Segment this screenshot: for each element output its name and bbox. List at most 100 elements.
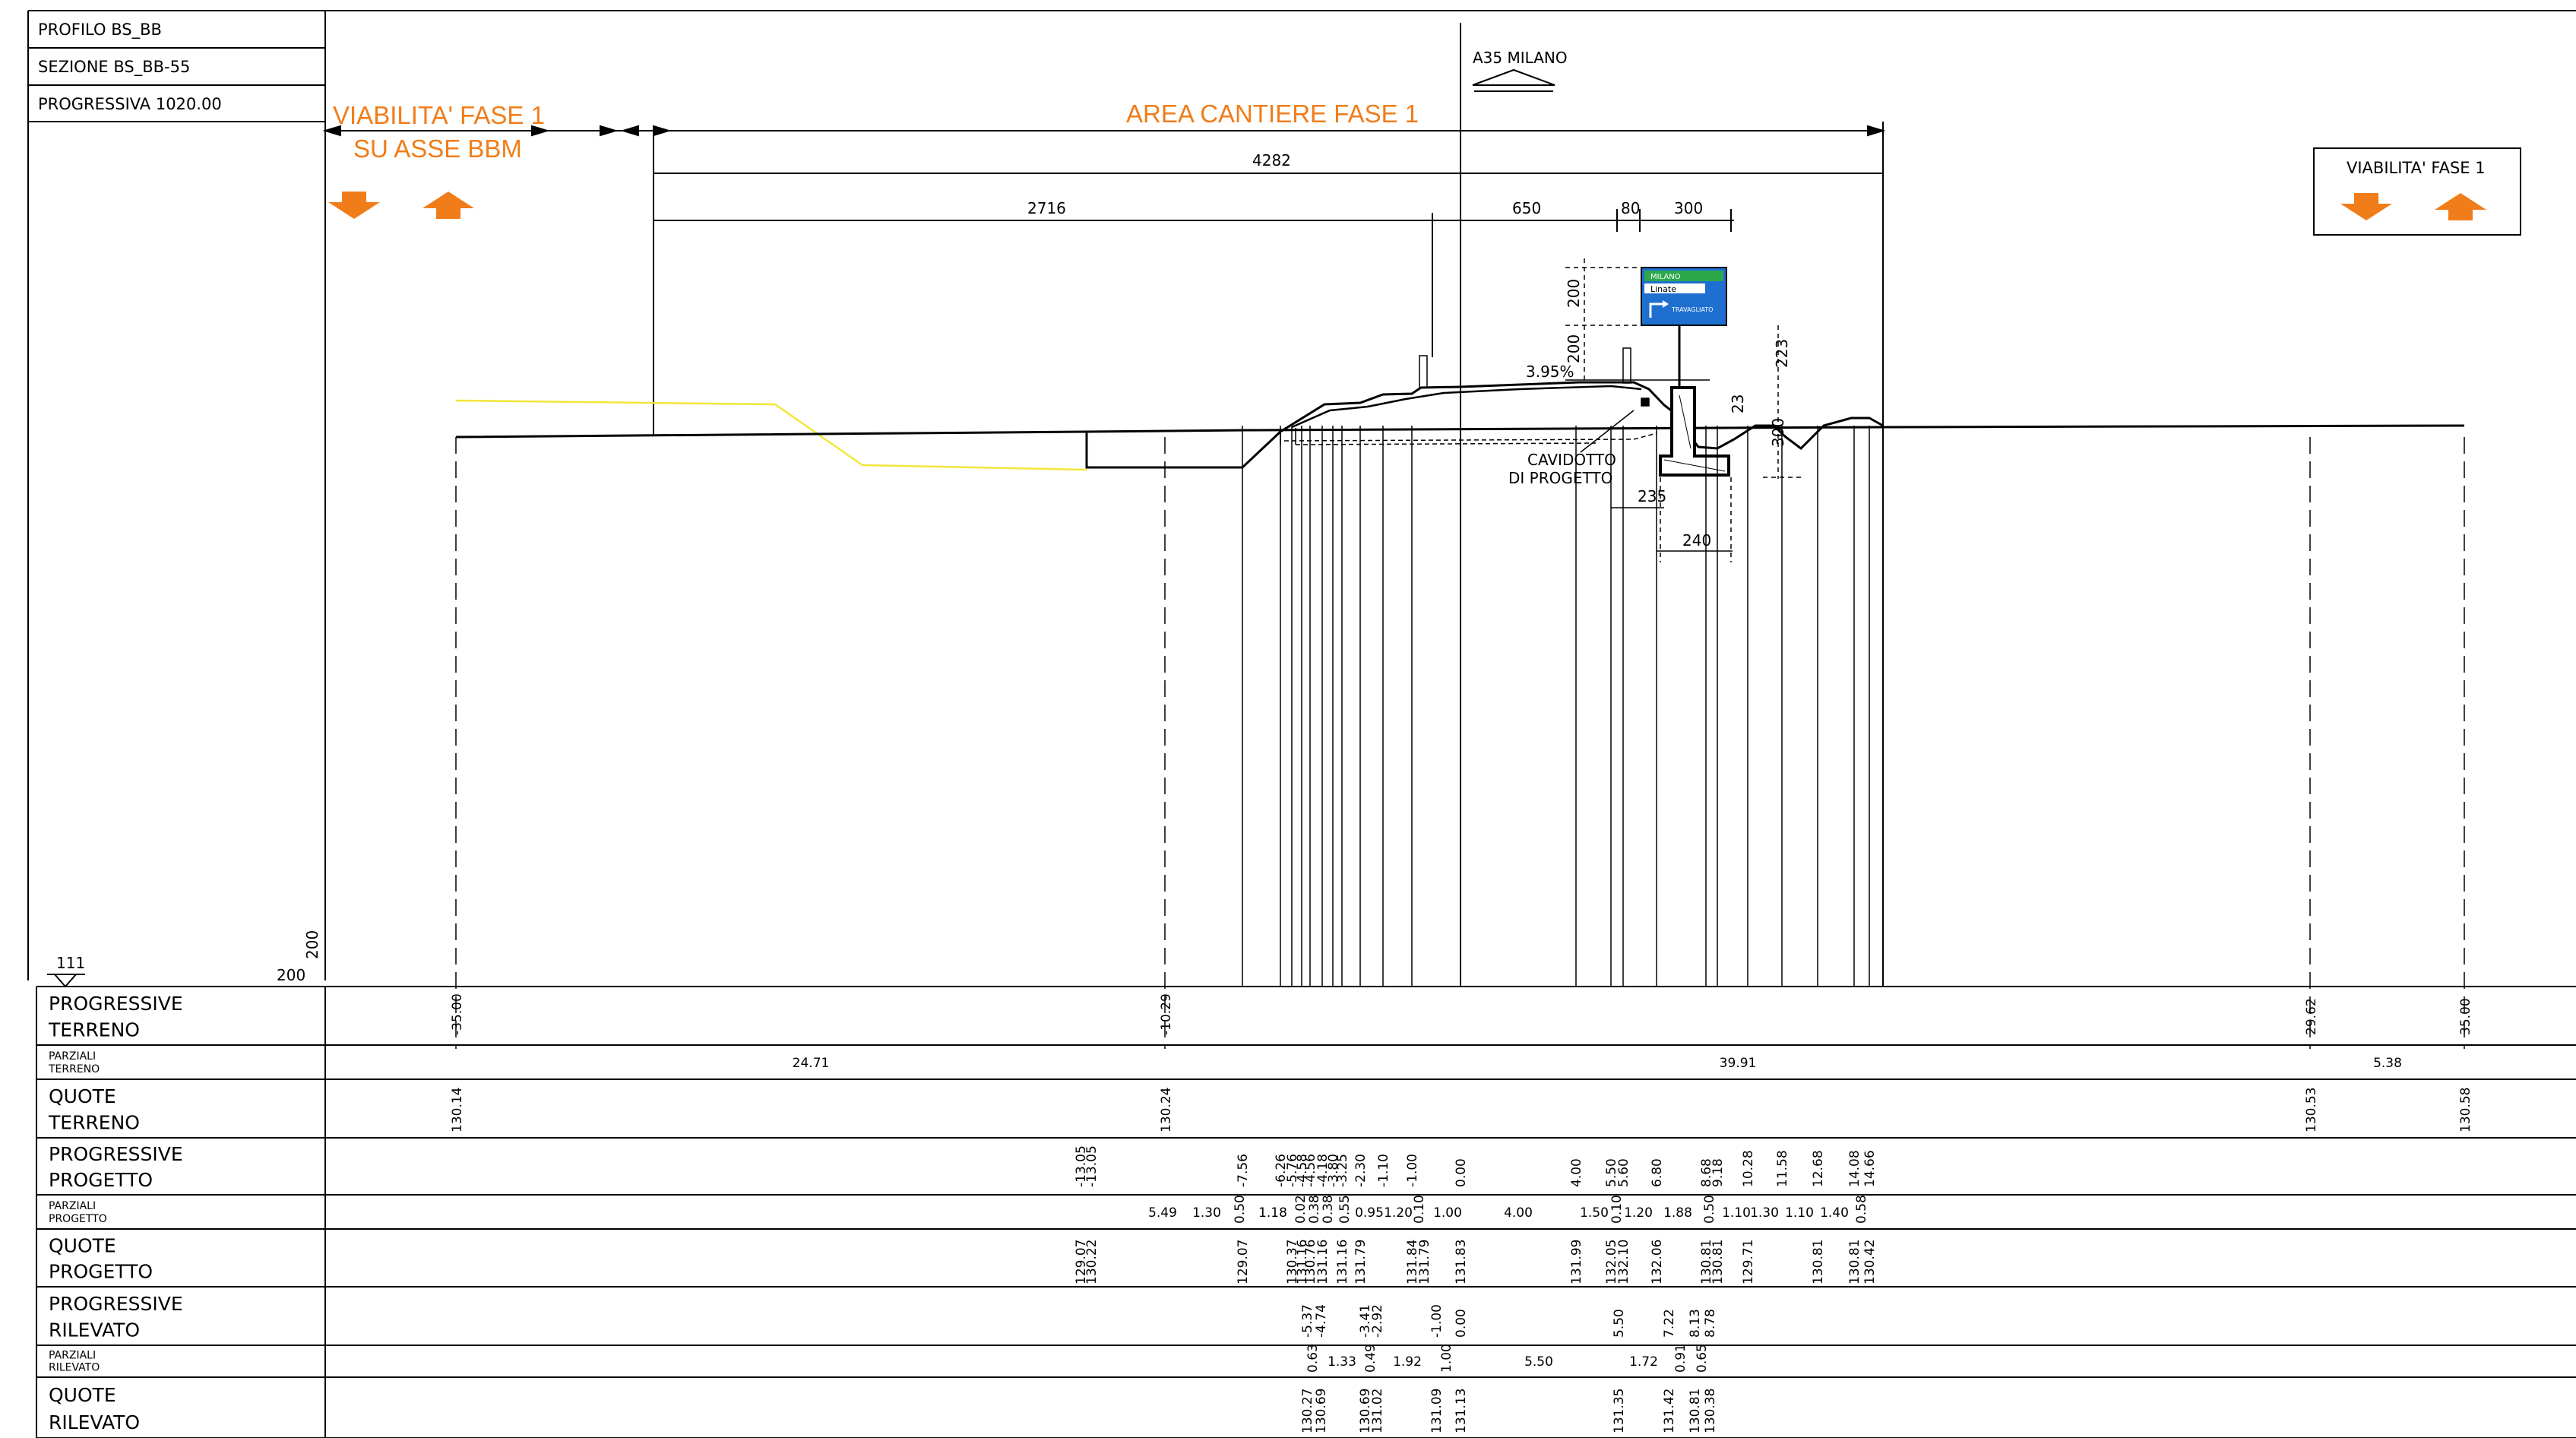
- progetto-quota-value: 131.79: [1417, 1240, 1432, 1284]
- rilevato-quota-value: 130.27: [1300, 1389, 1315, 1433]
- rilevato-quota-value: 131.02: [1370, 1389, 1385, 1433]
- band-label-line1: QUOTE: [49, 1234, 116, 1256]
- dim-300: 300: [1674, 199, 1703, 217]
- a35-label: A35 MILANO: [1473, 49, 1568, 67]
- progetto-progressive-value: 11.58: [1775, 1150, 1790, 1187]
- terreno-quota-value: 130.58: [2458, 1088, 2473, 1132]
- band-label-line2: TERRENO: [48, 1018, 140, 1040]
- band-label-line2: TERRENO: [48, 1063, 100, 1075]
- progetto-progressive-value: -2.30: [1353, 1154, 1369, 1187]
- rilevato-progressive-value: -1.00: [1429, 1304, 1445, 1338]
- terreno-parziale-value: 24.71: [793, 1056, 830, 1071]
- progetto-progressive-value: -1.10: [1376, 1154, 1391, 1187]
- progetto-quota-value: 132.06: [1650, 1240, 1665, 1284]
- progetto-progressive-value: -13.05: [1074, 1145, 1089, 1187]
- progetto-progressive-value: 10.28: [1741, 1150, 1756, 1187]
- dim-235: 235: [1638, 487, 1666, 505]
- dim-2716: 2716: [1027, 199, 1066, 217]
- progetto-quota-value: 131.16: [1295, 1240, 1310, 1284]
- sign-line-2: Linate: [1650, 284, 1676, 294]
- viabilita-right-label: VIABILITA' FASE 1: [2347, 159, 2486, 177]
- progetto-progressive-value: -3.25: [1335, 1154, 1350, 1187]
- progetto-quota-value: 130.76: [1303, 1240, 1318, 1284]
- terreno-parziale-value: 39.91: [1720, 1056, 1757, 1071]
- progetto-progressive-value: -4.58: [1295, 1154, 1310, 1187]
- progetto-progressive-value: -5.76: [1285, 1154, 1300, 1187]
- band-label-line1: QUOTE: [49, 1384, 116, 1406]
- terreno-parziale-value: 5.38: [2373, 1056, 2402, 1071]
- progetto-progressive-value: 8.68: [1699, 1158, 1714, 1187]
- terreno-progressive-value: 35.00: [2458, 998, 2473, 1035]
- cavidotto-label-2: DI PROGETTO: [1508, 469, 1612, 487]
- progetto-progressive-value: 6.80: [1650, 1158, 1665, 1187]
- rilevato-quota-value: 130.69: [1358, 1389, 1373, 1433]
- band-label-line2: RILEVATO: [49, 1362, 100, 1374]
- progetto-quota-value: 130.81: [1710, 1240, 1726, 1284]
- dim-650: 650: [1512, 199, 1541, 217]
- rilevato-parziale-value: 0.63: [1305, 1344, 1321, 1373]
- progetto-progressive-value: 14.66: [1862, 1150, 1878, 1187]
- dim-23: 23: [1729, 394, 1747, 413]
- progetto-progressive-value: 9.18: [1710, 1158, 1726, 1187]
- progetto-quota-value: 131.16: [1335, 1240, 1350, 1284]
- rilevato-parziale-value: 5.50: [1524, 1354, 1553, 1370]
- progressiva-label: PROGRESSIVA 1020.00: [38, 95, 222, 113]
- rilevato-progressive-value: -4.74: [1314, 1304, 1329, 1338]
- rilevato-progressive-value: -5.37: [1300, 1304, 1315, 1338]
- cavidotto-leader: [1580, 410, 1635, 453]
- ref-scale-h: 200: [277, 966, 305, 984]
- progetto-progressive-value: 5.50: [1604, 1158, 1619, 1187]
- progetto-parziale-value: 0.02: [1293, 1195, 1309, 1224]
- band-label-line2: RILEVATO: [49, 1411, 140, 1433]
- progetto-quota-value: 130.37: [1285, 1240, 1300, 1284]
- rilevato-parziale-value: 1.33: [1328, 1354, 1356, 1370]
- direction-arrows-right-icon: [2340, 193, 2486, 220]
- existing-ground-line: [455, 424, 2465, 439]
- dim-80: 80: [1621, 199, 1640, 217]
- terreno-quota-value: 130.24: [1159, 1088, 1174, 1132]
- rilevato-quota-value: 131.35: [1612, 1389, 1627, 1433]
- progetto-parziale-value: 1.20: [1624, 1205, 1653, 1221]
- dim-223: 223: [1773, 339, 1791, 368]
- terreno-quota-value: 130.14: [450, 1088, 465, 1132]
- progetto-progressive-value: 0.00: [1454, 1158, 1469, 1187]
- progetto-quota-value: 129.71: [1741, 1240, 1756, 1284]
- area-cantiere-label: AREA CANTIERE FASE 1: [1126, 100, 1419, 128]
- progetto-quota-value: 131.83: [1454, 1240, 1469, 1284]
- station-lines: [455, 426, 2465, 1049]
- dim-200-b: 200: [1565, 334, 1583, 363]
- progetto-progressive-value: -4.18: [1315, 1154, 1331, 1187]
- progetto-progressive-value: 4.00: [1569, 1158, 1584, 1187]
- band-label-line1: PARZIALI: [49, 1350, 96, 1362]
- progetto-parziale-value: 1.00: [1433, 1205, 1462, 1221]
- rilevato-progressive-value: -2.92: [1370, 1304, 1385, 1338]
- title-block: PROFILO BS_BB SEZIONE BS_BB-55 PROGRESSI…: [27, 10, 2576, 980]
- progetto-parziale-value: 5.49: [1148, 1205, 1177, 1221]
- progetto-quota-value: 129.07: [1236, 1240, 1251, 1284]
- progetto-parziale-value: 1.30: [1192, 1205, 1221, 1221]
- progetto-progressive-value: 12.68: [1811, 1150, 1826, 1187]
- progetto-parziale-value: 0.38: [1321, 1195, 1336, 1224]
- rilevato-quota-value: 130.38: [1703, 1389, 1718, 1433]
- progetto-parziale-value: 1.18: [1258, 1205, 1287, 1221]
- rilevato-parziale-value: 0.91: [1673, 1344, 1688, 1373]
- direction-arrows-left-icon: [328, 192, 474, 219]
- rilevato-progressive-value: 5.50: [1612, 1309, 1627, 1338]
- progetto-parziale-value: 0.10: [1412, 1195, 1427, 1224]
- progetto-quota-value: 131.84: [1405, 1240, 1420, 1284]
- rilevato-quota-value: 130.81: [1688, 1389, 1703, 1433]
- progetto-progressive-value: -4.56: [1303, 1154, 1318, 1187]
- rilevato-parziale-value: 1.92: [1393, 1354, 1422, 1370]
- progetto-quota-value: 131.99: [1569, 1240, 1584, 1284]
- band-label-line1: PROGRESSIVE: [49, 1143, 183, 1165]
- band-label-line1: QUOTE: [49, 1085, 116, 1107]
- data-table: PROGRESSIVE TERRENO PARZIALI TERRENO QUOTE TE…: [36, 986, 2576, 1438]
- foundation-dimensions: [1611, 477, 1733, 562]
- ref-elevation: 111: [56, 954, 85, 972]
- band-label-line2: TERRENO: [48, 1111, 140, 1133]
- rilevato-parziale-value: 1.00: [1439, 1344, 1454, 1373]
- progetto-quota-value: 130.42: [1862, 1240, 1878, 1284]
- band-label-line2: PROGETTO: [49, 1261, 153, 1283]
- viabilita-right-box: VIABILITA' FASE 1: [2313, 147, 2521, 236]
